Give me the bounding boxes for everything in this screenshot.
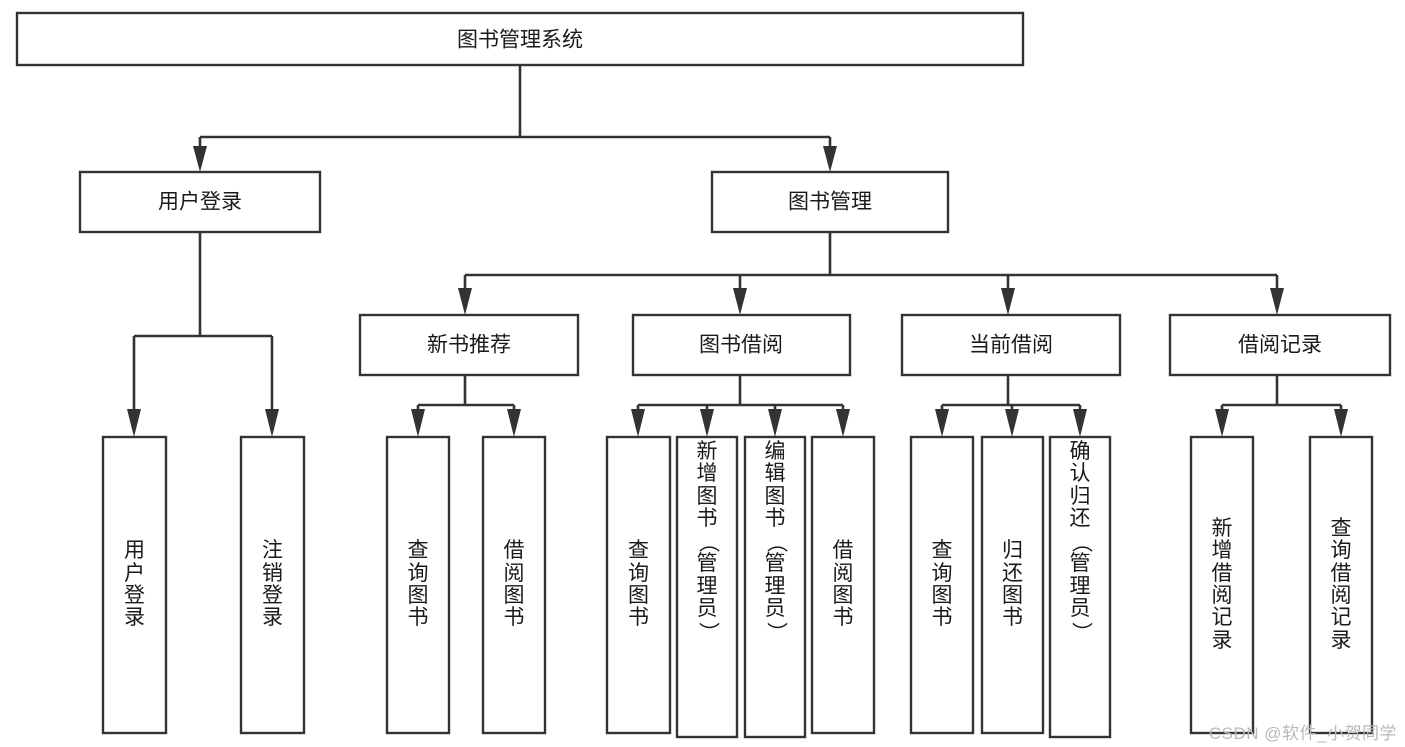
root-label: 图书管理系统 <box>457 29 583 52</box>
edge-userlogin-bus <box>132 232 274 415</box>
leaf-box-query-book-2[interactable] <box>605 435 672 735</box>
arrow-to-book-borrow <box>733 288 747 315</box>
leaf-box-logout[interactable] <box>239 435 306 735</box>
arrow-to-leaf-edit-book <box>768 409 782 437</box>
edge-newbookrec-bus <box>416 375 516 415</box>
arrow-to-user-login <box>193 146 207 172</box>
leaf-box-borrow-book-1[interactable] <box>481 435 547 735</box>
leaf-box-query-record[interactable] <box>1308 435 1374 735</box>
book-borrow-box[interactable] <box>631 313 852 377</box>
connector-layer <box>127 65 1348 437</box>
leaf-box-confirm-return[interactable] <box>1048 435 1112 739</box>
arrow-to-leaf-confirm-return <box>1073 409 1087 437</box>
arrow-to-book-manage <box>823 146 837 172</box>
arrow-to-leaf-add-record <box>1215 409 1229 437</box>
borrow-record-label: 借阅记录 <box>1238 334 1322 357</box>
borrow-record-box[interactable] <box>1168 313 1392 377</box>
watermark-text: CSDN @软件_小贺同学 <box>1208 724 1397 743</box>
book-manage-box[interactable] <box>710 170 950 234</box>
arrow-to-leaf-query-book-2 <box>631 409 645 437</box>
node-user-login[interactable]: 用户登录 <box>78 170 322 234</box>
node-new-book-recommend[interactable]: 新书推荐 <box>358 313 580 377</box>
edge-root-bus <box>198 65 832 152</box>
root-box[interactable] <box>15 11 1025 67</box>
arrow-to-new-book-rec <box>458 288 472 315</box>
edge-bookmanage-bus <box>463 232 1279 292</box>
leaf-box-user-login[interactable] <box>101 435 168 735</box>
arrow-to-leaf-query-book-1 <box>411 409 425 437</box>
edge-borrowrecord-bus <box>1220 375 1343 415</box>
leaf-box-add-book[interactable] <box>675 435 739 739</box>
node-current-borrow[interactable]: 当前借阅 <box>900 313 1122 377</box>
leaf-box-add-record[interactable] <box>1189 435 1255 735</box>
arrow-to-current-borrow <box>1001 288 1015 315</box>
current-borrow-label: 当前借阅 <box>969 334 1053 357</box>
leaf-box-edit-book[interactable] <box>743 435 807 739</box>
edge-bookborrow-bus <box>636 375 845 415</box>
arrow-to-leaf-add-book <box>700 409 714 437</box>
arrow-to-leaf-query-record <box>1334 409 1348 437</box>
book-borrow-label: 图书借阅 <box>699 334 783 357</box>
new-book-recommend-box[interactable] <box>358 313 580 377</box>
node-borrow-record[interactable]: 借阅记录 <box>1168 313 1392 377</box>
arrow-to-leaf-borrow-book-1 <box>507 409 521 437</box>
leaf-box-borrow-book-2[interactable] <box>810 435 876 735</box>
node-book-borrow[interactable]: 图书借阅 <box>631 313 852 377</box>
arrow-to-leaf-return-book <box>1005 409 1019 437</box>
arrow-to-leaf-logout <box>265 409 279 437</box>
arrow-to-leaf-query-book-3 <box>935 409 949 437</box>
arrow-to-leaf-borrow-book-2 <box>836 409 850 437</box>
new-book-recommend-label: 新书推荐 <box>427 334 511 357</box>
node-book-manage[interactable]: 图书管理 <box>710 170 950 234</box>
leaf-box-query-book-1[interactable] <box>385 435 451 735</box>
arrow-to-borrow-record <box>1270 288 1284 315</box>
node-root[interactable]: 图书管理系统 <box>15 11 1025 67</box>
user-login-label: 用户登录 <box>158 191 242 214</box>
leaf-box-return-book[interactable] <box>980 435 1045 735</box>
leaf-box-layer <box>101 435 1374 739</box>
book-manage-label: 图书管理 <box>788 191 872 214</box>
leaf-box-query-book-3[interactable] <box>909 435 975 735</box>
current-borrow-box[interactable] <box>900 313 1122 377</box>
arrow-to-leaf-user-login <box>127 409 141 437</box>
user-login-box[interactable] <box>78 170 322 234</box>
